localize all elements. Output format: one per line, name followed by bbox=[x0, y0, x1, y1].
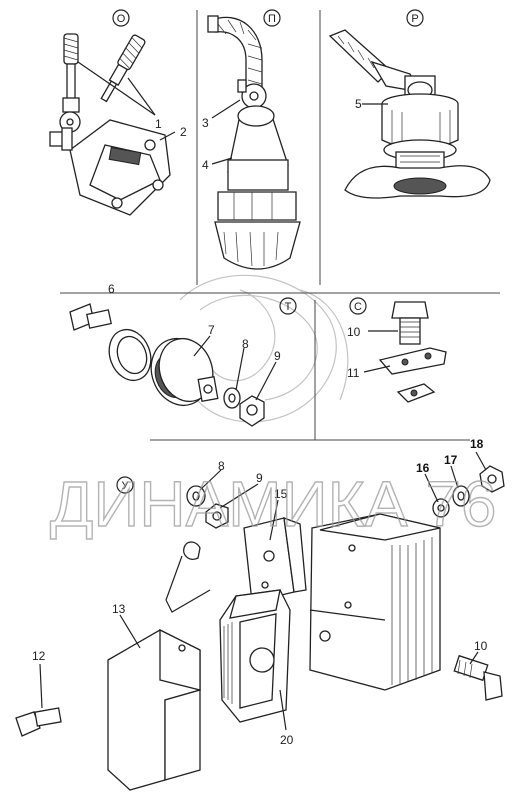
section-u-parts bbox=[15, 465, 505, 791]
callout-10: 10 bbox=[347, 325, 361, 339]
section-label-s: С bbox=[349, 297, 367, 315]
section-labels: О П Р Т С У bbox=[112, 9, 424, 494]
section-t-leaders bbox=[193, 335, 277, 401]
bolt-6 bbox=[69, 303, 112, 331]
section-dividers bbox=[60, 10, 500, 441]
callout-1: 1 bbox=[155, 117, 162, 131]
section-label-r: Р bbox=[406, 9, 424, 27]
callout-11: 11 bbox=[347, 366, 360, 380]
callout-20: 20 bbox=[280, 733, 294, 747]
callout-13: 13 bbox=[112, 602, 126, 616]
section-label-o: О bbox=[112, 9, 130, 27]
svg-text:У: У bbox=[122, 480, 130, 492]
watermark-text: ДИНАМИКА 76 bbox=[50, 468, 497, 540]
callout-8-u: 8 bbox=[218, 459, 225, 473]
callout-8: 8 bbox=[242, 337, 249, 351]
callout-3: 3 bbox=[202, 116, 209, 130]
section-t-parts bbox=[69, 303, 265, 427]
callout-9-u: 9 bbox=[256, 471, 263, 485]
watermark-logo bbox=[179, 274, 349, 423]
callout-10-u: 10 bbox=[474, 639, 488, 653]
svg-text:П: П bbox=[268, 13, 276, 25]
section-o-connector-block bbox=[49, 119, 171, 216]
callout-16: 16 bbox=[416, 461, 430, 475]
section-u-leaders bbox=[39, 451, 487, 731]
section-s-parts bbox=[378, 301, 447, 403]
section-o-wire-terminals bbox=[59, 33, 146, 133]
cylinder-7 bbox=[150, 337, 214, 407]
washer-8 bbox=[223, 387, 241, 409]
section-p-sensor bbox=[207, 15, 301, 270]
svg-text:О: О bbox=[117, 13, 126, 25]
callout-labels: 1 2 3 4 5 6 7 8 9 10 11 8 9 15 16 17 18 … bbox=[32, 97, 488, 747]
section-label-t: Т bbox=[279, 297, 297, 315]
callout-4: 4 bbox=[202, 158, 209, 172]
callout-18: 18 bbox=[470, 437, 484, 451]
section-label-p: П bbox=[263, 9, 281, 27]
callout-5: 5 bbox=[355, 97, 362, 111]
callout-15: 15 bbox=[274, 487, 288, 501]
svg-text:С: С bbox=[354, 301, 362, 313]
section-s-leaders bbox=[363, 330, 398, 373]
section-o-leaders bbox=[77, 61, 176, 141]
callout-12: 12 bbox=[32, 649, 46, 663]
section-r-sensor bbox=[328, 29, 491, 199]
section-p-leaders bbox=[211, 99, 241, 165]
ring-part bbox=[108, 328, 152, 382]
svg-text:Р: Р bbox=[411, 13, 418, 25]
svg-text:Т: Т bbox=[285, 301, 292, 313]
section-label-u: У bbox=[116, 476, 134, 494]
callout-9: 9 bbox=[274, 349, 281, 363]
callout-6: 6 bbox=[108, 282, 115, 296]
nut-9 bbox=[239, 395, 265, 427]
callout-2: 2 bbox=[180, 125, 187, 139]
square-plate bbox=[197, 376, 219, 402]
callout-17: 17 bbox=[444, 453, 458, 467]
callout-7: 7 bbox=[208, 323, 215, 337]
